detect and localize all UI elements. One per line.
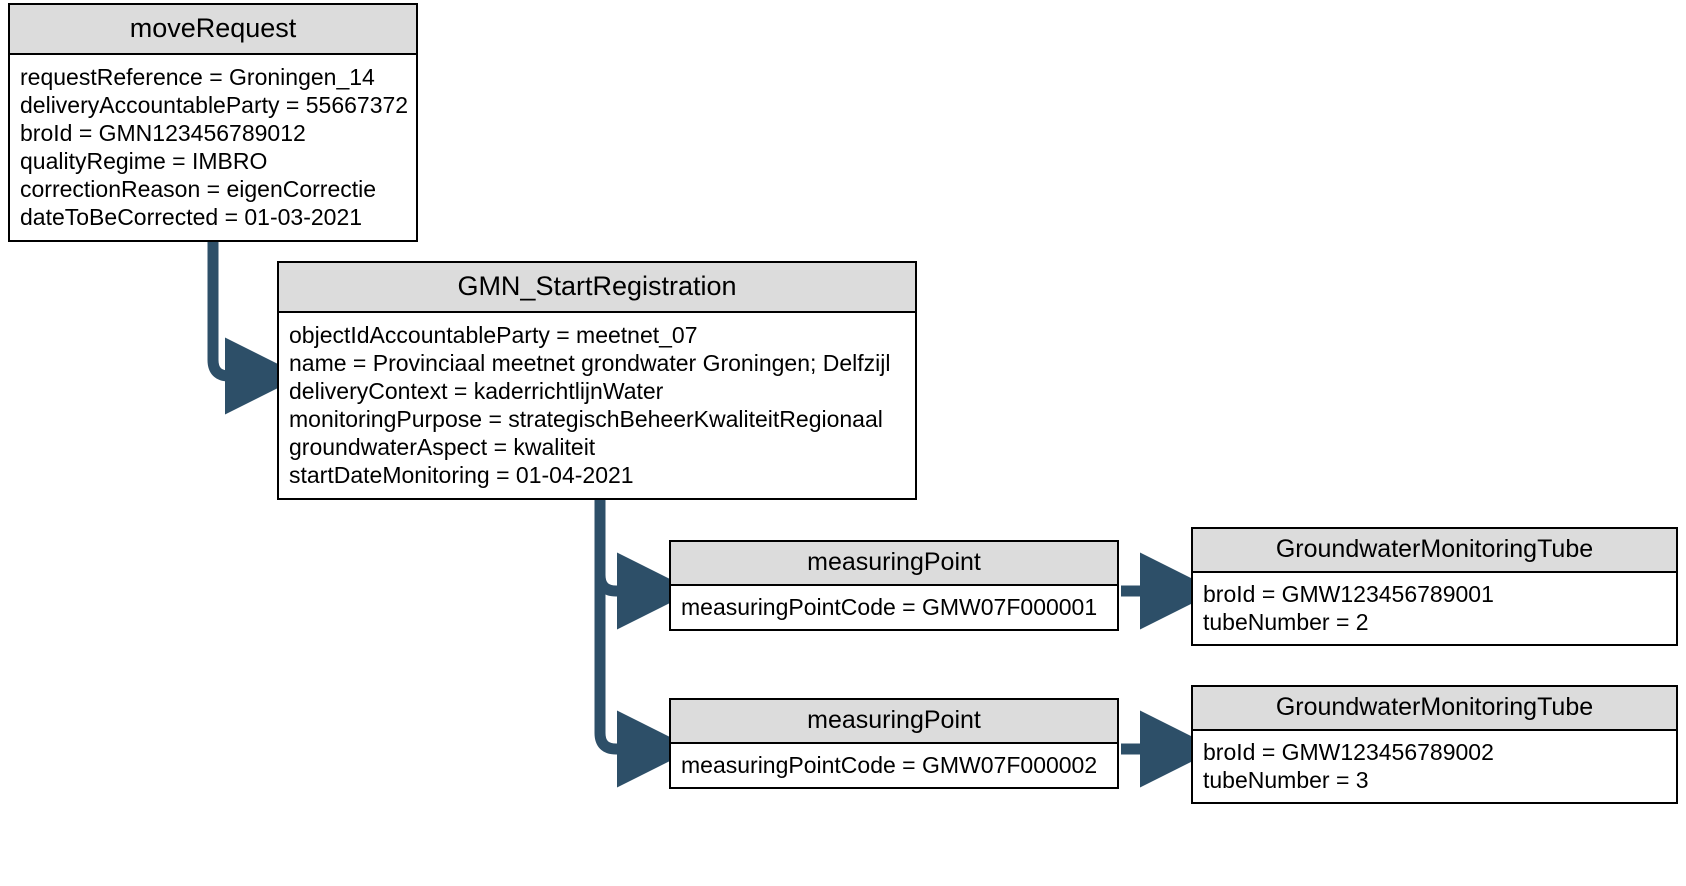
object-box-attributes-gmn-start-registration: objectIdAccountableParty = meetnet_07 na… [279, 313, 915, 498]
attribute-row: name = Provinciaal meetnet grondwater Gr… [289, 350, 891, 376]
object-box-title-move-request: moveRequest [10, 5, 416, 55]
object-box-measuring-point-2[interactable]: measuringPoint measuringPointCode = GMW0… [669, 698, 1119, 789]
object-box-attributes-measuring-point-2: measuringPointCode = GMW07F000002 [671, 744, 1117, 787]
object-box-move-request[interactable]: moveRequest requestReference = Groningen… [8, 3, 418, 242]
attribute-row: measuringPointCode = GMW07F000001 [681, 594, 1098, 620]
object-box-measuring-point-1[interactable]: measuringPoint measuringPointCode = GMW0… [669, 540, 1119, 631]
object-box-title-gmn-start-registration: GMN_StartRegistration [279, 263, 915, 313]
object-box-title-groundwater-monitoring-tube-1: GroundwaterMonitoringTube [1193, 529, 1676, 573]
object-box-title-groundwater-monitoring-tube-2: GroundwaterMonitoringTube [1193, 687, 1676, 731]
object-box-attributes-groundwater-monitoring-tube-2: broId = GMW123456789002 tubeNumber = 3 [1193, 731, 1676, 802]
attribute-row: objectIdAccountableParty = meetnet_07 [289, 322, 698, 348]
attribute-row: deliveryContext = kaderrichtlijnWater [289, 378, 664, 404]
attribute-row: broId = GMW123456789001 [1203, 581, 1494, 607]
object-box-title-measuring-point-1: measuringPoint [671, 542, 1117, 586]
attribute-row: tubeNumber = 3 [1203, 767, 1369, 793]
attribute-row: dateToBeCorrected = 01-03-2021 [20, 204, 363, 230]
object-box-attributes-measuring-point-1: measuringPointCode = GMW07F000001 [671, 586, 1117, 629]
attribute-row: qualityRegime = IMBRO [20, 148, 268, 174]
object-box-groundwater-monitoring-tube-1[interactable]: GroundwaterMonitoringTube broId = GMW123… [1191, 527, 1678, 646]
attribute-row: requestReference = Groningen_14 [20, 64, 375, 90]
attribute-row: deliveryAccountableParty = 55667372 [20, 92, 409, 118]
connector-move-request-to-gmn-start [207, 222, 302, 415]
attribute-row: monitoringPurpose = strategischBeheerKwa… [289, 406, 883, 432]
object-box-attributes-groundwater-monitoring-tube-1: broId = GMW123456789001 tubeNumber = 2 [1193, 573, 1676, 644]
connector-gmn-start-to-measuring-point-1 [594, 487, 694, 630]
attribute-row: correctionReason = eigenCorrectie [20, 176, 377, 202]
attribute-row: measuringPointCode = GMW07F000002 [681, 752, 1098, 778]
object-box-groundwater-monitoring-tube-2[interactable]: GroundwaterMonitoringTube broId = GMW123… [1191, 685, 1678, 804]
attribute-row: groundwaterAspect = kwaliteit [289, 434, 596, 460]
attribute-row: tubeNumber = 2 [1203, 609, 1369, 635]
object-box-gmn-start-registration[interactable]: GMN_StartRegistration objectIdAccountabl… [277, 261, 917, 500]
connector-gmn-start-to-measuring-point-2 [594, 487, 694, 788]
attribute-row: startDateMonitoring = 01-04-2021 [289, 462, 634, 488]
object-box-attributes-move-request: requestReference = Groningen_14 delivery… [10, 55, 416, 240]
attribute-row: broId = GMW123456789002 [1203, 739, 1494, 765]
attribute-row: broId = GMN123456789012 [20, 120, 306, 146]
object-box-title-measuring-point-2: measuringPoint [671, 700, 1117, 744]
